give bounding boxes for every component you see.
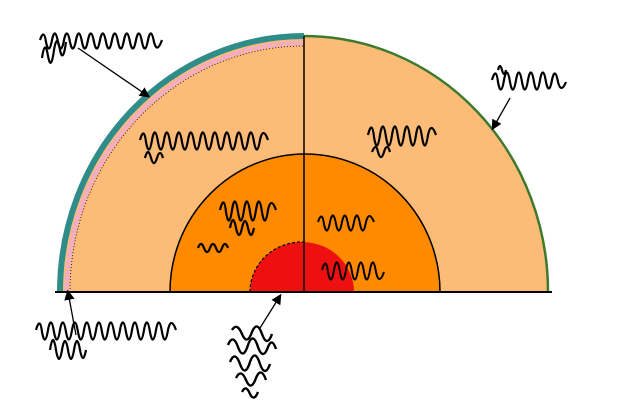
scribble-label-left-mantle [138, 131, 270, 165]
scribble-label-bottom-center [226, 325, 278, 399]
scribble-label-outer-core-right [317, 214, 385, 281]
inner-core [250, 242, 354, 292]
crust-right [304, 34, 550, 293]
scribble-label-bottom-left [34, 321, 178, 361]
arrow-bottom-left [64, 289, 77, 336]
arrow-bottom-center [259, 293, 282, 329]
scribble-label-top-left [38, 32, 164, 64]
scribble-label-right-mantle [366, 125, 438, 159]
outer-core [169, 153, 441, 293]
arrow-top-left [77, 47, 151, 98]
arrow-top-right [491, 97, 511, 131]
scribble-label-top-right [490, 64, 568, 91]
scribble-label-outer-core-left [196, 200, 278, 254]
